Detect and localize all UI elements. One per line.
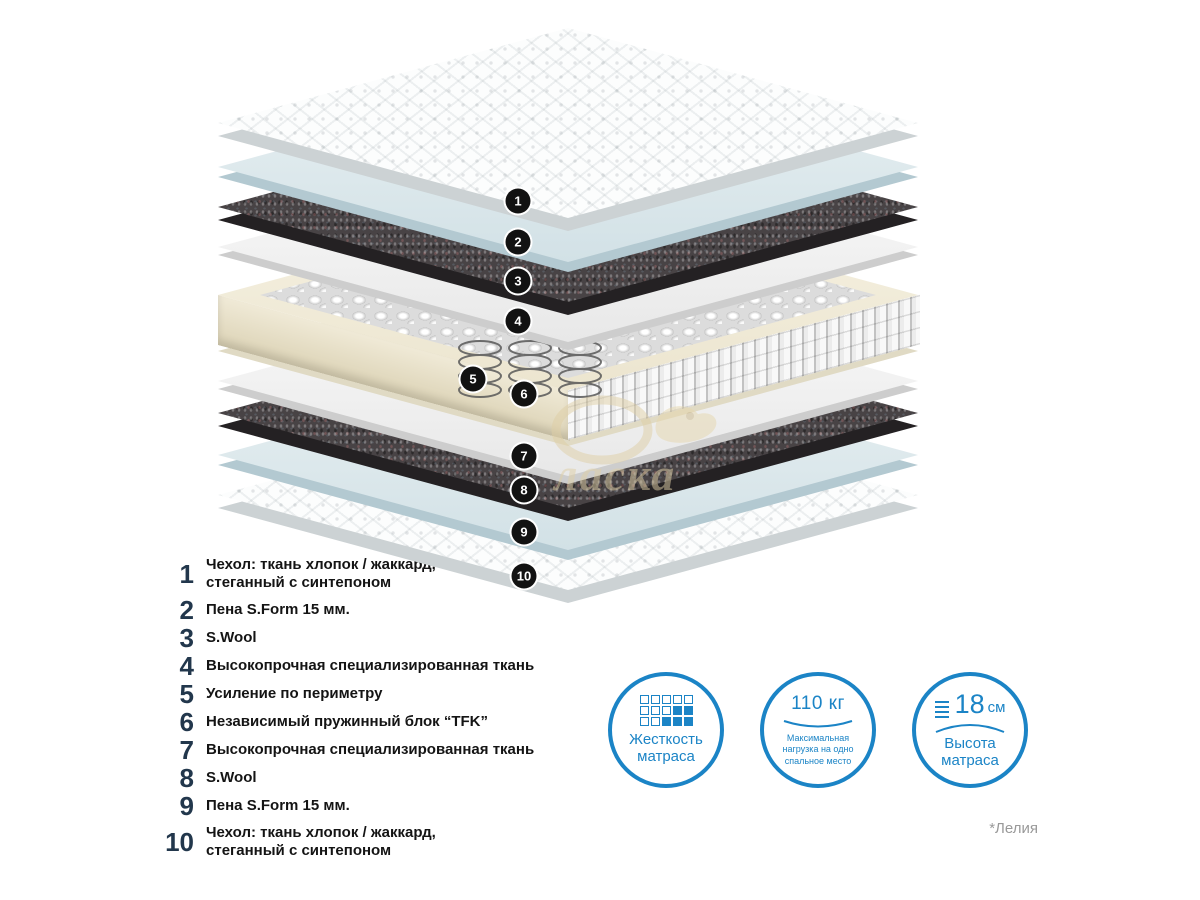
legend-item-9: 9 Пена S.Form 15 мм. [150,791,570,821]
legend-text: Высокопрочная специализированная ткань [206,657,535,674]
firmness-grid-icon [639,694,693,726]
legend-text: Усиление по периметру [206,685,383,702]
badge-height: 18 см Высота матраса [912,672,1028,788]
legend-number: 3 [179,623,194,653]
legend-number: 6 [179,707,194,737]
badge-height-value: 18 [954,688,985,719]
legend-number: 10 [165,827,194,857]
legend-number: 9 [179,791,194,821]
legend-item-6: 6 Независимый пружинный блок “TFK” [150,707,570,737]
feature-badges: Жесткость матраса 110 кг Максимальная на… [608,672,1028,788]
legend-text: Пена S.Form 15 мм. [206,797,350,814]
layer-face [218,28,918,218]
legend-text: S.Wool [206,769,257,786]
coil-springs-icon [458,340,602,398]
height-curve-icon [935,723,1005,733]
legend-number: 8 [179,763,194,793]
badge-firmness: Жесткость матраса [608,672,724,788]
legend-number: 2 [179,595,194,625]
legend-number: 4 [179,651,194,681]
legend-number: 7 [179,735,194,765]
badge-max-load-label: Максимальная нагрузка на одно спальное м… [782,733,854,766]
badge-firmness-label: Жесткость матраса [629,730,703,765]
mattress-side-icon [934,697,949,718]
legend-text: Пена S.Form 15 мм. [206,601,350,618]
badge-max-load-value: 110 кг [791,693,845,715]
legend-item-10: 10 Чехол: ткань хлопок / жаккард, стеганн… [150,824,570,860]
legend-item-2: 2 Пена S.Form 15 мм. [150,595,570,625]
legend-item-8: 8 S.Wool [150,763,570,793]
legend-item-7: 7 Высокопрочная специализированная ткань [150,735,570,765]
legend-item-4: 4 Высокопрочная специализированная ткань [150,651,570,681]
badge-height-unit: см [987,698,1006,716]
legend-item-1: 1 Чехол: ткань хлопок / жаккард, стеганны… [150,556,570,592]
legend-text: Независимый пружинный блок “TFK” [206,713,489,730]
legend-text: Чехол: ткань хлопок / жаккард, стеганный… [206,556,436,591]
layer-cover-top [218,28,918,231]
legend-text: S.Wool [206,629,257,646]
legend-item-3: 3 S.Wool [150,623,570,653]
badge-height-label: Высота матраса [941,734,999,769]
load-curve-icon [783,720,853,728]
legend-text: Высокопрочная специализированная ткань [206,741,535,758]
legend-number: 5 [179,679,194,709]
legend-number: 1 [179,559,194,589]
legend-item-5: 5 Усиление по периметру [150,679,570,709]
model-footnote: *Лелия [989,820,1038,837]
badge-max-load: 110 кг Максимальная нагрузка на одно спа… [760,672,876,788]
legend-text: Чехол: ткань хлопок / жаккард, стеганный… [206,824,436,859]
layer-stack [218,0,920,660]
